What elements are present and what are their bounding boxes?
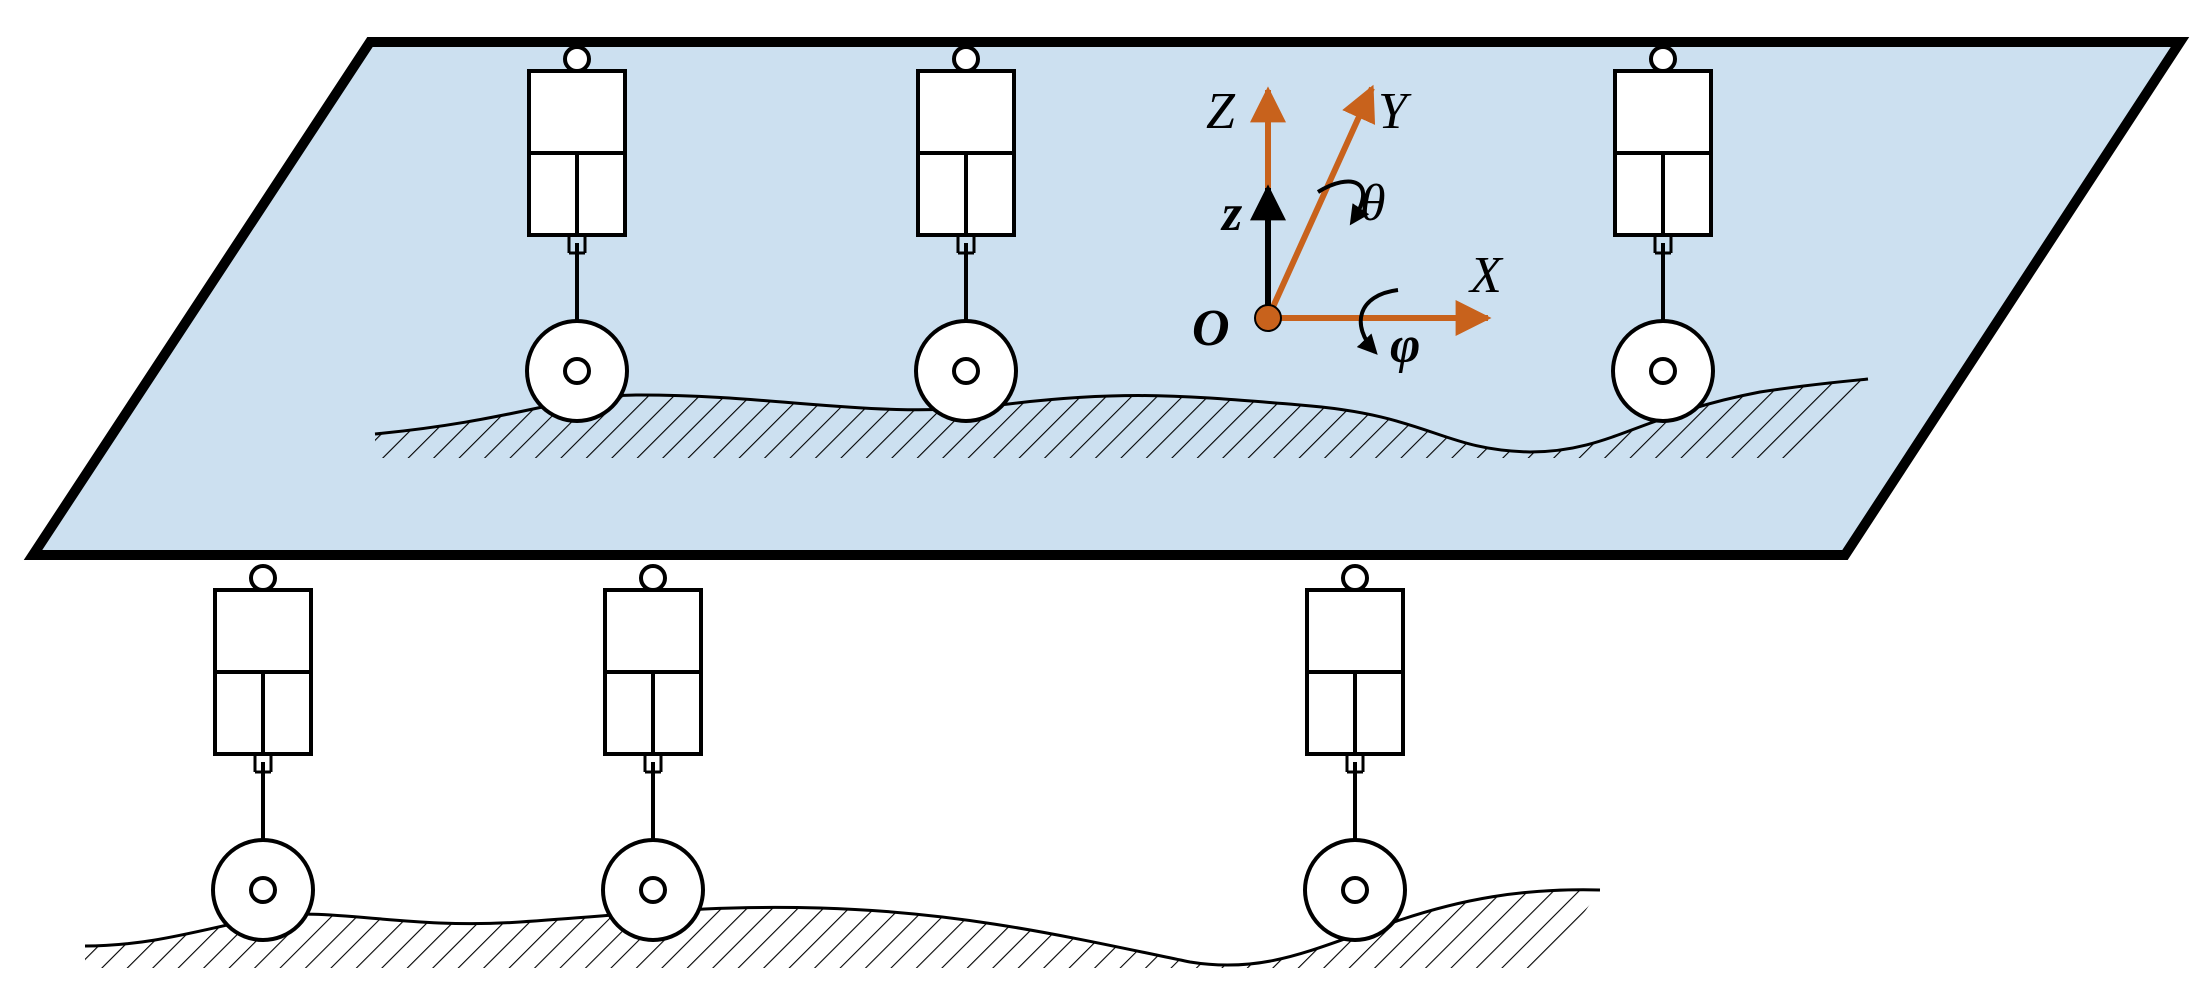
suspension-unit-upper-2 [914,45,1018,423]
axis-Y-arrow [1265,84,1376,320]
theta-rotation-arrow [1316,179,1370,226]
label-phi: φ [1390,317,1420,374]
platform [23,37,2190,560]
label-origin: O [1192,300,1230,357]
phi-rotation-arrow [1356,288,1399,355]
suspension-unit-lower-3 [1303,564,1407,942]
suspension-unit-lower-1 [211,564,315,942]
label-Y: Y [1378,83,1412,140]
label-theta: θ [1360,175,1386,232]
label-z: z [1220,185,1243,242]
origin-dot [1254,304,1282,332]
suspension-unit-lower-2 [601,564,705,942]
terrain-upper [375,379,1868,458]
label-Z: Z [1206,83,1236,140]
label-X: X [1468,247,1504,304]
suspension-unit-upper-3 [1611,45,1715,423]
suspension-unit-upper-1 [525,45,629,423]
terrain-lower [85,889,1600,968]
